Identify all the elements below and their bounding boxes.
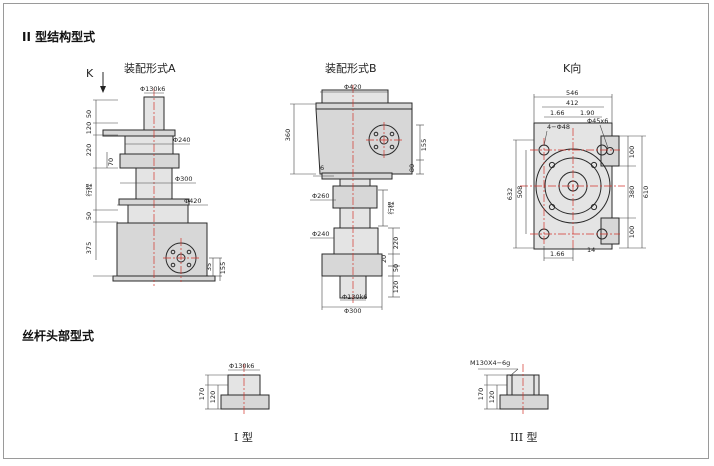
heading-screw-head: 丝杆头部型式	[22, 328, 94, 343]
k-dim-166: 1.66	[550, 109, 564, 117]
b-gearbox	[315, 108, 413, 175]
assembly-a: 50 120 220 70 行程 50 375 35 155 Φ130k6 Φ2…	[84, 85, 227, 286]
b-top-flange	[315, 102, 413, 110]
iii-dim-170: 170	[477, 388, 485, 400]
b-dim-120: 120	[392, 281, 400, 293]
head-type-i: Φ130k6 170 120 I 型	[198, 362, 270, 444]
a-dia-130: Φ130k6	[140, 85, 165, 93]
k-dim-632: 632	[506, 188, 514, 200]
b-dia-260: Φ260	[312, 192, 330, 200]
iii-dim-120: 120	[488, 391, 496, 403]
k-holes-label: 4−Φ48	[547, 123, 570, 131]
b-dia-130: Φ130k6	[342, 293, 367, 301]
a-dim-35: 35	[205, 263, 213, 271]
drawing-frame	[3, 3, 709, 459]
k-dim-610: 610	[642, 186, 650, 198]
k-view: 546 412 1.66 1.90 4−Φ48 Φ45x6 632 508 10…	[506, 89, 650, 261]
k-arrow-label: K	[86, 67, 94, 80]
k-dim-508: 508	[516, 186, 524, 198]
b-dia-240: Φ240	[312, 230, 330, 238]
k-dim-190: 1.90	[580, 109, 594, 117]
k-lower-lug	[600, 217, 620, 245]
i-type-label: I 型	[234, 430, 253, 444]
i-flange	[220, 394, 270, 410]
a-dim-50: 50	[85, 110, 93, 118]
a-collar	[119, 153, 180, 169]
iii-type-label: III 型	[510, 430, 538, 444]
k-dim-100b: 100	[628, 226, 636, 238]
view-b-title: 装配形式B	[325, 62, 377, 75]
b-mid-block	[332, 185, 378, 209]
k-dim-380: 380	[628, 186, 636, 198]
b-dim-155: 155	[420, 139, 428, 151]
a-dim-70: 70	[107, 158, 115, 166]
k-dim-166b: 1.66	[550, 250, 564, 258]
b-lower-housing	[321, 253, 383, 277]
iii-thread-label: M130X4−6g	[470, 359, 510, 367]
iii-flange	[499, 394, 549, 410]
b-dim-6: 6	[320, 164, 324, 172]
k-dim-14: 14	[587, 246, 595, 254]
i-dim-170: 170	[198, 388, 206, 400]
i-dim-120: 120	[209, 391, 217, 403]
heading-structure: II 型结构型式	[22, 29, 95, 44]
view-a-title: 装配形式A	[124, 62, 176, 75]
a-base	[112, 275, 216, 282]
a-dim-155: 155	[219, 262, 227, 274]
a-dia-420: Φ420	[184, 197, 202, 205]
a-dim-375: 375	[85, 242, 93, 254]
b-dim-80: 80	[408, 164, 416, 172]
k-dim-412: 412	[566, 99, 578, 107]
head-type-iii: M130X4−6g 170 120 III 型	[470, 359, 549, 444]
assembly-b: Φ420 360 155 80 6 Φ260 行程 Φ240 220 20 50…	[284, 83, 428, 315]
i-dia-label: Φ130k6	[229, 362, 254, 370]
b-dim-220: 220	[392, 237, 400, 249]
b-dia-420: Φ420	[344, 83, 362, 91]
b-dim-360: 360	[284, 129, 292, 141]
a-dia-240: Φ240	[173, 136, 191, 144]
k-key-label: Φ45x6	[587, 117, 608, 125]
b-dim-20: 20	[380, 255, 388, 263]
b-dim-50: 50	[392, 264, 400, 272]
a-dim-220: 220	[85, 144, 93, 156]
k-dim-546: 546	[566, 89, 578, 97]
b-dim-stroke: 行程	[386, 201, 395, 215]
a-lower-block	[127, 204, 189, 224]
a-dim-120: 120	[85, 122, 93, 134]
b-nut-block	[333, 227, 379, 255]
k-upper-lug	[600, 135, 620, 167]
a-dim-50b: 50	[85, 212, 93, 220]
a-dia-300: Φ300	[175, 175, 193, 183]
k-arrow-icon	[100, 72, 106, 93]
b-dia-300: Φ300	[344, 307, 362, 315]
k-dim-100: 100	[628, 146, 636, 158]
a-dim-stroke: 行程	[84, 183, 93, 197]
view-k-title: K向	[563, 61, 581, 75]
